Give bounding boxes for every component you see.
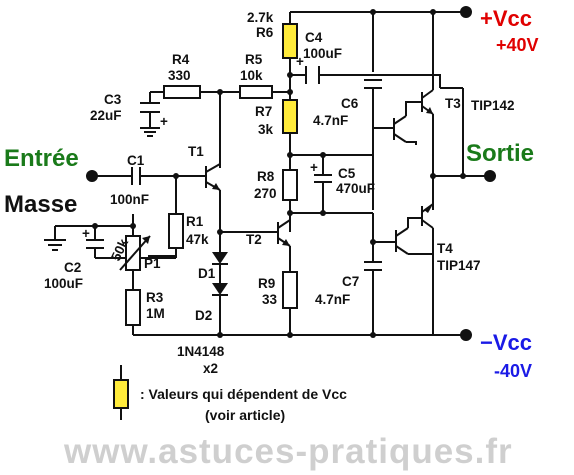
output-terminal	[484, 170, 496, 182]
capacitor-c2: +	[82, 226, 104, 249]
r4-name: R4	[172, 52, 190, 67]
resistor-r8	[282, 169, 298, 201]
pos-supply-label: +Vcc	[480, 6, 532, 31]
r9-name: R9	[258, 276, 275, 291]
r4-value: 330	[168, 68, 191, 83]
c2-name: C2	[64, 260, 81, 275]
neg-voltage-label: -40V	[494, 361, 532, 381]
input-label: Entrée	[4, 145, 79, 172]
c6-name: C6	[341, 96, 359, 111]
output-label: Sortie	[466, 140, 534, 167]
r1-name: R1	[186, 214, 204, 229]
potentiometer-p1	[119, 235, 151, 271]
r3-value: 1M	[146, 306, 165, 321]
svg-text:+: +	[160, 114, 168, 129]
c7-value: 4.7nF	[315, 292, 350, 307]
r6-value: 2.7k	[247, 10, 274, 25]
legend: : Valeurs qui dépendent de Vcc (voir art…	[113, 365, 347, 423]
svg-text:+: +	[296, 54, 304, 69]
c2-value: 100uF	[44, 276, 83, 291]
diode-d2	[212, 283, 228, 305]
resistor-r9	[282, 271, 298, 309]
junctions	[92, 9, 466, 338]
diode-type: 1N4148	[177, 344, 225, 359]
diode-count: x2	[203, 361, 218, 376]
r8-name: R8	[257, 169, 275, 184]
legend-line2: (voir article)	[205, 407, 285, 423]
pos-supply-terminal	[460, 6, 472, 18]
c4-value: 100uF	[303, 46, 342, 61]
ground-label: Masse	[4, 191, 77, 218]
transistor-t4	[395, 203, 434, 258]
c3-name: C3	[104, 92, 122, 107]
r5-name: R5	[245, 52, 263, 67]
d1-name: D1	[198, 266, 216, 281]
c1-name: C1	[127, 153, 145, 168]
r6-name: R6	[256, 25, 274, 40]
resistor-r4	[163, 85, 201, 99]
r7-name: R7	[255, 104, 272, 119]
t4-name: T4	[437, 241, 453, 256]
p1-name: P1	[144, 256, 161, 271]
capacitor-c1	[131, 167, 141, 185]
d2-name: D2	[195, 308, 212, 323]
ground-symbol	[44, 239, 66, 251]
resistor-r6	[282, 23, 298, 59]
capacitor-c3: +	[140, 102, 168, 137]
c5-value: 470uF	[336, 181, 375, 196]
c6-value: 4.7nF	[313, 113, 348, 128]
transistor-t3	[393, 88, 434, 145]
c4-name: C4	[305, 30, 323, 45]
t1-name: T1	[188, 144, 204, 159]
t4-value: TIP147	[437, 258, 481, 273]
r7-value: 3k	[258, 122, 274, 137]
resistor-r7	[282, 99, 298, 134]
pos-voltage-label: +40V	[496, 35, 539, 55]
resistor-r3	[125, 289, 141, 326]
svg-text:+: +	[310, 160, 318, 175]
capacitor-c5: +	[310, 160, 332, 183]
t2-name: T2	[246, 232, 262, 247]
c5-name: C5	[338, 166, 356, 181]
c7-name: C7	[342, 274, 359, 289]
capacitor-c4: +	[296, 54, 320, 84]
diode-d1	[212, 240, 228, 283]
capacitor-c6	[364, 79, 382, 89]
capacitor-c7	[364, 261, 382, 271]
svg-text:+: +	[82, 226, 90, 241]
r9-value: 33	[262, 292, 278, 307]
legend-line1: : Valeurs qui dépendent de Vcc	[140, 386, 347, 402]
neg-supply-terminal	[460, 329, 472, 341]
watermark: www.astuces-pratiques.fr	[63, 432, 513, 471]
t3-value: TIP142	[471, 98, 515, 113]
transistor-t2	[277, 213, 291, 260]
r3-name: R3	[146, 290, 164, 305]
input-terminal	[86, 170, 98, 182]
r8-value: 270	[254, 186, 277, 201]
c3-value: 22uF	[90, 108, 122, 123]
wiring	[54, 11, 490, 336]
r5-value: 10k	[240, 68, 263, 83]
r1-value: 47k	[186, 232, 209, 247]
resistor-r5	[239, 85, 273, 99]
c1-value: 100nF	[110, 192, 149, 207]
neg-supply-label: −Vcc	[480, 330, 532, 355]
transistor-t1	[205, 163, 221, 191]
t3-name: T3	[445, 96, 461, 111]
resistor-r1	[168, 213, 184, 249]
legend-yellow-swatch	[113, 379, 129, 409]
